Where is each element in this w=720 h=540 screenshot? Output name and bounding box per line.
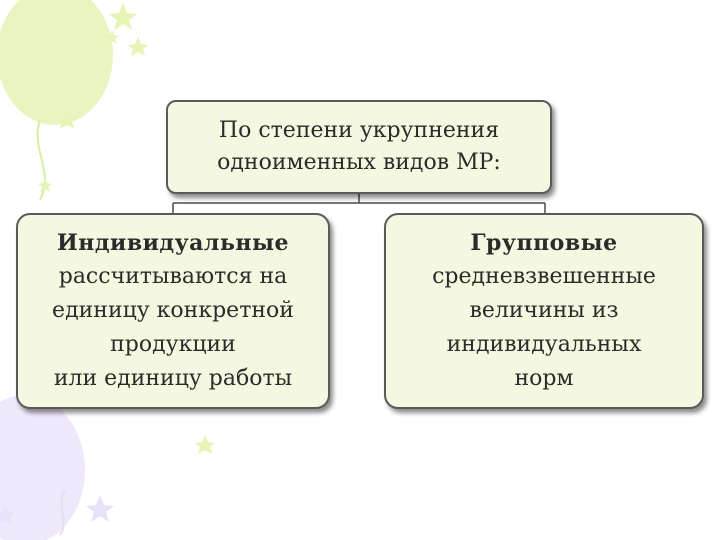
group-line-1: средневзвешенные [432,264,656,289]
header-line-2: одноименных видов МР: [217,150,501,175]
individual-title: Индивидуальные [56,230,290,256]
individual-line-3: продукции [110,332,236,357]
group-title: Групповые [470,230,618,256]
group-line-3: индивидуальных [446,332,642,357]
individual-line-4: или единицу работы [53,366,293,391]
individual-line-1: рассчитываются на [58,264,288,289]
individual-line-2: единицу конкретной [52,298,294,323]
group-norms-box: Групповые средневзвешенные величины из и… [384,213,704,409]
star-decoration-purple [0,495,114,524]
group-line-4: норм [514,366,574,391]
star-decoration [38,3,215,454]
individual-norms-box: Индивидуальные рассчитываются на единицу… [16,213,330,409]
classification-header-box: По степени укрупнения одноименных видов … [166,100,552,194]
balloon-decoration [0,0,113,540]
header-line-1: По степени укрупнения [218,118,500,143]
group-line-2: величины из [469,298,619,323]
